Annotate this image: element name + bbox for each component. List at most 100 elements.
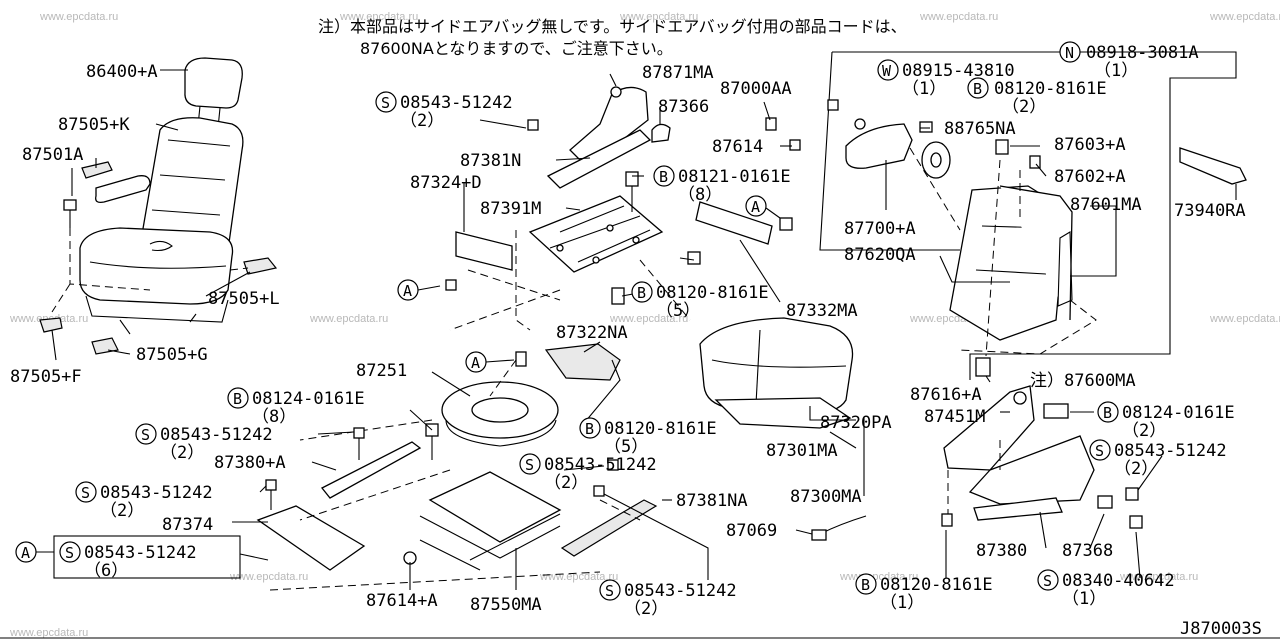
svg-text:08124-0161E: 08124-0161E (1122, 403, 1235, 423)
svg-text:08124-0161E: 08124-0161E (252, 389, 365, 409)
label-87366: 87366 (658, 97, 709, 117)
ref-marker-a: A (745, 195, 781, 219)
svg-text:（8）: （8） (678, 185, 722, 205)
label-87374: 87374 (162, 515, 213, 535)
svg-text:B: B (585, 420, 594, 438)
watermark: www.epcdata.ru (309, 313, 388, 325)
fastener-s1: S 08543-51242 （2） (375, 91, 513, 131)
svg-text:A: A (751, 198, 760, 216)
svg-text:S: S (1095, 442, 1104, 460)
fastener-s3: S 08543-51242 （2） (75, 481, 213, 521)
label-87391m: 87391M (480, 199, 541, 219)
fastener-s6: S 08543-51242 （2） (599, 579, 737, 619)
svg-text:S: S (65, 544, 74, 562)
label-87324d: 87324+D (410, 173, 482, 193)
seat-back-exploded (819, 51, 1247, 380)
fastener-b7: B 08120-8161E （1） (855, 573, 993, 613)
svg-text:S: S (605, 582, 614, 600)
fastener-b5: B 08120-8161E （2） (967, 77, 1107, 117)
svg-text:（2）: （2） (100, 501, 144, 521)
fastener-b2: B 08120-8161E （5） (631, 281, 769, 321)
label-87501a: 87501A (22, 145, 83, 165)
trim-cover-87505f (39, 317, 63, 333)
label-87505k: 87505+K (58, 115, 130, 135)
leader-lines (51, 69, 1237, 590)
label-87616a: 87616+A (910, 385, 982, 405)
svg-text:B: B (861, 576, 870, 594)
label-87603a: 87603+A (1054, 135, 1126, 155)
label-87300ma: 87300MA (790, 487, 862, 507)
label-87069: 87069 (726, 521, 777, 541)
svg-text:（5）: （5） (604, 437, 648, 457)
fastener-n1: N 08918-3081A （1） (1059, 41, 1199, 81)
part-labels: 86400+A 87505+K 87501A 87505+L 87505+G 8… (10, 62, 1246, 615)
label-87380: 87380 (976, 541, 1027, 561)
watermark: www.epcdata.ru (609, 313, 688, 325)
svg-text:08120-8161E: 08120-8161E (880, 575, 993, 595)
svg-text:A: A (471, 354, 480, 372)
label-87320pa: 87320PA (820, 413, 892, 433)
svg-text:08543-51242: 08543-51242 (544, 455, 657, 475)
label-87700a: 87700+A (844, 219, 916, 239)
fastener-s5-boxed: A S 08543-51242 （6） (15, 535, 241, 581)
trim-cover-87505g (91, 337, 119, 355)
trim-cover-87505l (243, 257, 278, 275)
label-87505g: 87505+G (136, 345, 208, 365)
fastener-s8: S 08340-40642 （1） (1037, 569, 1175, 609)
svg-text:S: S (1043, 572, 1052, 590)
note-line-2: 87600NAとなりますので、ご注意下さい。 (360, 39, 673, 58)
label-87368: 87368 (1062, 541, 1113, 561)
label-87614a: 87614+A (366, 591, 438, 611)
svg-text:B: B (659, 168, 668, 186)
svg-text:（1）: （1） (1062, 589, 1106, 609)
svg-text:S: S (81, 484, 90, 502)
label-87000aa: 87000AA (720, 79, 792, 99)
svg-text:（2）: （2） (1122, 421, 1166, 441)
svg-text:W: W (882, 62, 892, 80)
watermark: www.epcdata.ru (619, 11, 698, 23)
watermarks: www.epcdata.ru www.epcdata.ru www.epcdat… (9, 11, 1280, 639)
watermark: www.epcdata.ru (339, 11, 418, 23)
label-87601ma: 87601MA (1070, 195, 1142, 215)
label-87602a: 87602+A (1054, 167, 1126, 187)
label-87505l: 87505+L (208, 289, 280, 309)
fastener-callouts: S 08543-51242 （2） B 08121-0161E （8） B 08… (15, 41, 1235, 619)
label-87505f: 87505+F (10, 367, 82, 387)
label-87301ma: 87301MA (766, 441, 838, 461)
watermark: www.epcdata.ru (1119, 571, 1198, 583)
svg-text:（2）: （2） (544, 473, 588, 493)
svg-text:08543-51242: 08543-51242 (84, 543, 197, 563)
svg-text:（1）: （1） (1094, 61, 1138, 81)
label-87322na: 87322NA (556, 323, 628, 343)
svg-text:08543-51242: 08543-51242 (624, 581, 737, 601)
diagram-code: J870003S (1180, 619, 1262, 639)
complete-seat-illustration (39, 57, 278, 355)
svg-text:08543-51242: 08543-51242 (160, 425, 273, 445)
watermark: www.epcdata.ru (919, 11, 998, 23)
svg-text:S: S (141, 426, 150, 444)
label-87871ma: 87871MA (642, 63, 714, 83)
svg-text:B: B (233, 390, 242, 408)
fastener-s4: S 08543-51242 （2） (519, 453, 657, 493)
svg-text:08120-8161E: 08120-8161E (604, 419, 717, 439)
watermark: www.epcdata.ru (1209, 313, 1280, 325)
watermark: www.epcdata.ru (229, 571, 308, 583)
watermark: www.epcdata.ru (9, 627, 88, 639)
svg-text:（1）: （1） (902, 79, 946, 99)
fastener-s7: S 08543-51242 （2） (1089, 439, 1227, 479)
recliner-mechanism (941, 385, 1143, 529)
svg-text:B: B (1103, 404, 1112, 422)
label-87451m: 87451M (924, 407, 985, 427)
label-87380a: 87380+A (214, 453, 286, 473)
label-87381n: 87381N (460, 151, 521, 171)
svg-text:（2）: （2） (400, 111, 444, 131)
ref-marker-a: A (465, 351, 515, 373)
fastener-b6: B 08124-0161E （2） (1097, 401, 1235, 441)
svg-text:08543-51242: 08543-51242 (400, 93, 513, 113)
svg-text:A: A (21, 544, 30, 562)
label-73940ra: 73940RA (1174, 201, 1246, 221)
fastener-b1: B 08121-0161E （8） (653, 165, 791, 205)
svg-text:08120-8161E: 08120-8161E (994, 79, 1107, 99)
